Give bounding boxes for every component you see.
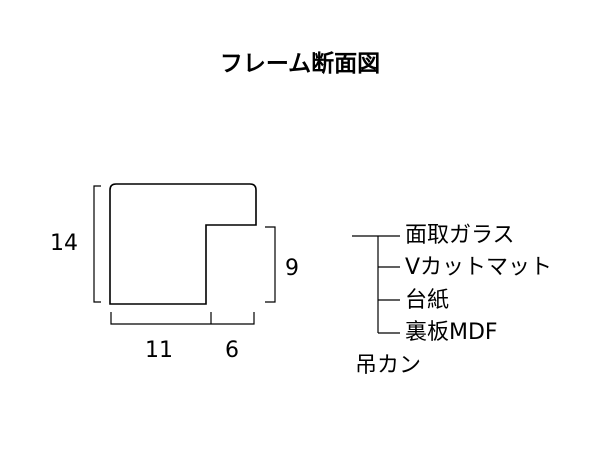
dimension-bracket-width [110, 312, 255, 325]
dimension-label-height-inner: 9 [285, 256, 299, 281]
dimension-bracket-height-total [93, 185, 101, 303]
legend-item-mount-board: 台紙 [405, 288, 450, 313]
dimension-label-width-left: 11 [145, 338, 173, 363]
diagram-title: フレーム断面図 [219, 51, 381, 77]
legend-item-glass: 面取ガラス [405, 223, 515, 248]
legend-tree-lines [352, 235, 400, 334]
legend-item-hanger: 吊カン [355, 353, 422, 378]
legend-item-backboard-mdf: 裏板MDF [405, 320, 498, 345]
frame-profile-outline [109, 183, 257, 305]
legend-item-v-cut-mat: Vカットマット [405, 255, 553, 280]
dimension-label-height-total: 14 [50, 231, 78, 256]
dimension-label-width-right: 6 [225, 338, 239, 363]
dimension-bracket-height-inner [265, 226, 276, 303]
